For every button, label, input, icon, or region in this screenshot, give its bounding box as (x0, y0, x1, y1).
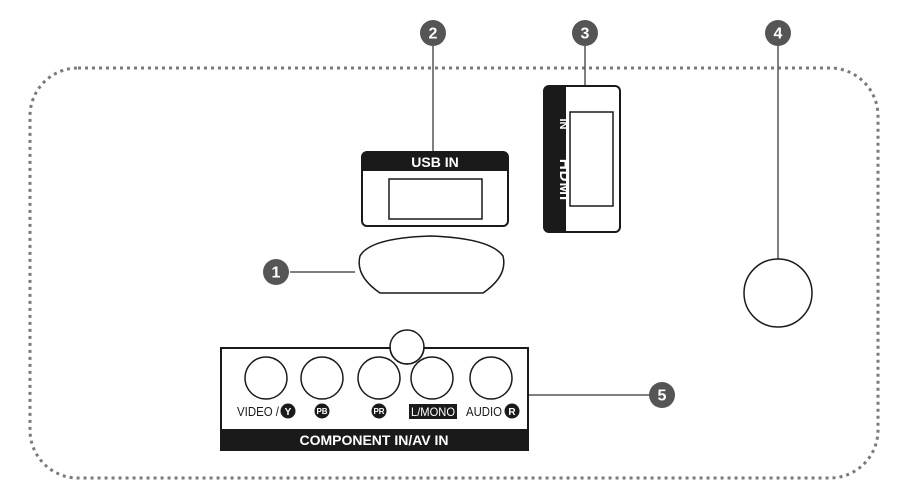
component-title-bar (221, 429, 528, 450)
callout-4-number: 4 (774, 26, 783, 43)
usb-in-port: USB IN (361, 151, 509, 227)
usb-label-bar (362, 152, 508, 171)
callout-4-circle (765, 20, 791, 46)
callout-5-circle (649, 382, 675, 408)
jack-audio-r (469, 356, 513, 400)
jack-l-mono (410, 356, 454, 400)
callout-2: 2 (420, 20, 446, 46)
callout-2-circle (420, 20, 446, 46)
component-title: COMPONENT IN/AV IN (299, 432, 448, 448)
jack-video-y (244, 356, 288, 400)
callout-1-number: 1 (272, 265, 281, 282)
usb-label: USB IN (411, 154, 458, 170)
hdmi-in-port: HDMI IN (543, 85, 621, 233)
pr-badge (371, 403, 387, 419)
pb-label: PB (316, 407, 327, 416)
callout-5: 5 (649, 382, 675, 408)
callout-3-number: 3 (581, 26, 590, 43)
callout-3-circle (572, 20, 598, 46)
l-mono-badge (409, 404, 457, 419)
leader-lines (290, 46, 779, 396)
hdmi-in-label: IN (557, 119, 569, 130)
callout-5-number: 5 (658, 388, 667, 405)
pr-label: PR (373, 407, 384, 416)
jack-pb (300, 356, 344, 400)
usb-socket (388, 178, 483, 220)
audio-label: AUDIO (466, 404, 502, 419)
hdmi-label-bar (544, 86, 566, 232)
component-av-panel: COMPONENT IN/AV IN VIDEO / Y PB PR L/MON… (220, 329, 529, 451)
y-badge (280, 403, 296, 419)
panel-outline (28, 66, 880, 480)
callout-3: 3 (572, 20, 598, 46)
video-label: VIDEO / (237, 404, 279, 419)
top-jack-edge (389, 346, 425, 365)
pb-badge (314, 403, 330, 419)
callout-1-circle (263, 259, 289, 285)
round-jack-port-4 (743, 258, 813, 328)
jack-pr (357, 356, 401, 400)
callout-4: 4 (765, 20, 791, 46)
callout-1: 1 (263, 259, 289, 285)
hdmi-socket (569, 111, 614, 207)
callout-2-number: 2 (429, 26, 438, 43)
connector-port-1 (358, 235, 505, 294)
hdmi-logo: HDMI (556, 159, 573, 201)
r-label: R (508, 407, 516, 418)
l-mono-label: L/MONO (411, 405, 455, 419)
r-badge (504, 403, 520, 419)
y-label: Y (285, 407, 292, 418)
